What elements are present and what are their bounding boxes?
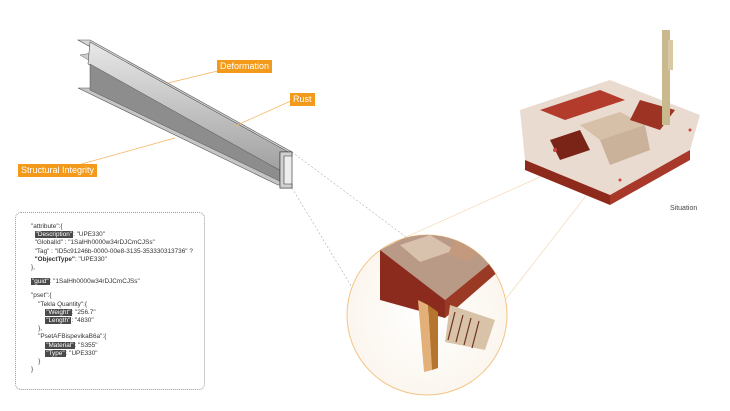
code-line: "Description": "UPE330": [34, 231, 105, 239]
steel-beam-icon: [76, 39, 294, 189]
code-line: "guid": "1SalHh0000w34rDJCmCJSs": [31, 278, 140, 286]
code-line: "Tag" : "ID5c91246b-0000-00e8-3135-35333…: [34, 247, 193, 255]
guid-key: "guid": [31, 278, 50, 286]
code-line: },: [31, 264, 35, 272]
length-key: "Length": [45, 317, 72, 325]
code-line: "attribute":{: [31, 223, 63, 230]
material-key: "Material": [45, 341, 75, 349]
zoom-circle: [346, 234, 508, 396]
point-cloud-building: [520, 30, 700, 205]
code-line: },: [38, 325, 43, 333]
objecttype-key: "ObjectType": [34, 255, 75, 263]
code-line: "Material": "S355": [45, 341, 98, 349]
weight-key: "Weight": [45, 308, 72, 316]
code-line: "Length": "4830": [45, 317, 94, 325]
type-key: "Type": [45, 349, 66, 357]
code-line: "Type": "UPE330": [45, 349, 98, 357]
attribute-json-code: "attribute":{ "Description": "UPE330" "G…: [31, 223, 193, 374]
label-structural-integrity: Structural Integrity: [18, 164, 98, 177]
code-line: "ObjectType": "UPE330": [34, 255, 107, 263]
code-line: }: [31, 366, 34, 374]
code-line: "pset":{: [31, 292, 52, 300]
label-rust: Rust: [290, 93, 315, 106]
code-line: }: [38, 358, 41, 366]
code-line: "PsetAFBispevikaB6a":{: [38, 333, 107, 341]
description-key: "Description": [34, 231, 74, 239]
code-line: "Weight": "256.7": [45, 308, 96, 316]
code-line: "Tekla Quantity":{: [38, 300, 88, 308]
label-deformation: Deformation: [217, 60, 273, 73]
attribute-json-panel: "attribute":{ "Description": "UPE330" "G…: [15, 212, 205, 390]
code-line: "GlobalId" : "1SalHh0000w34rDJCmCJSs": [34, 239, 155, 247]
situation-caption: Situation: [670, 205, 698, 212]
